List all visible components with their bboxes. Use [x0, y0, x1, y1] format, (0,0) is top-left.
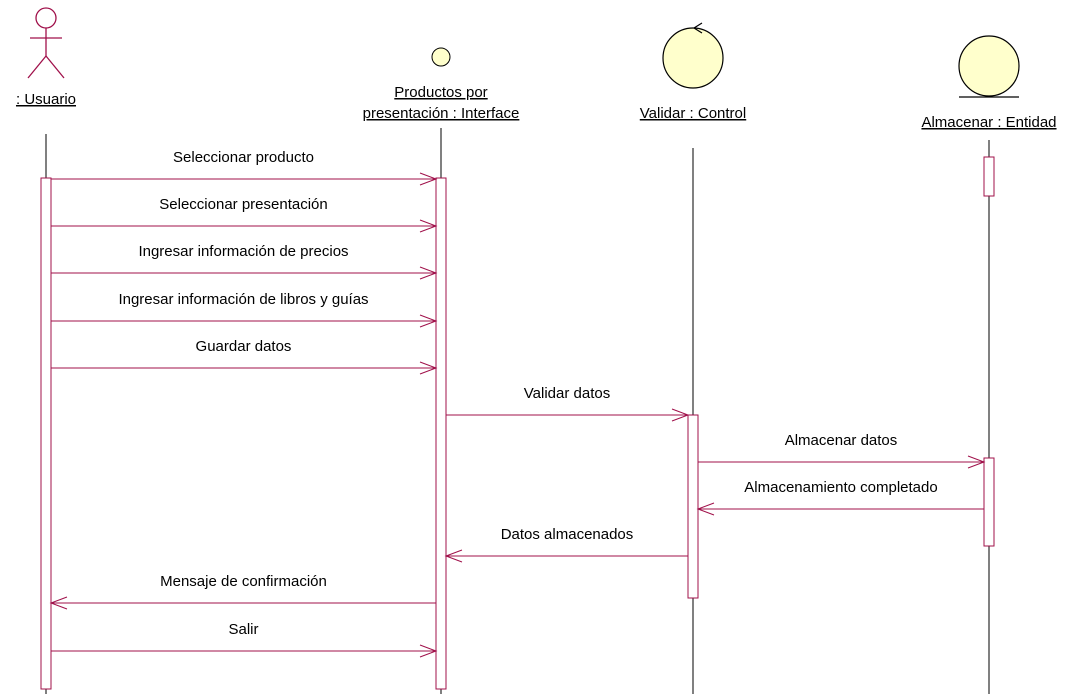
activation-bar-entidad [983, 156, 995, 197]
message-label: Almacenamiento completado [744, 479, 937, 496]
participant-label-entidad: Almacenar : Entidad [921, 114, 1056, 131]
message-arrowhead [419, 361, 438, 375]
participant-label-control: Validar : Control [640, 105, 746, 122]
message-label: Datos almacenados [501, 526, 634, 543]
participant-label-interface-1: presentación : Interface [363, 105, 520, 122]
participant-control: Validar : Control [640, 22, 746, 122]
message: Seleccionar presentación [51, 196, 438, 233]
message-arrowhead [49, 596, 68, 610]
activation-bar-control [687, 414, 699, 599]
message-arrowhead [419, 266, 438, 280]
message: Mensaje de confirmación [49, 573, 436, 610]
message-arrowhead [419, 314, 438, 328]
participant-entidad: Almacenar : Entidad [921, 35, 1057, 131]
message-arrowhead [419, 172, 438, 186]
message-arrowhead [444, 549, 463, 563]
message: Ingresar información de precios [51, 243, 438, 280]
entity-icon [958, 35, 1020, 98]
activation-bar-usuario [40, 177, 52, 690]
participant-label-interface: Productos por [394, 84, 487, 101]
message: Seleccionar producto [51, 149, 438, 186]
message-label: Guardar datos [196, 338, 292, 355]
message-label: Salir [228, 621, 258, 638]
message: Salir [51, 621, 438, 658]
participant-heads-layer: : Usuario Productos por presentación : In… [16, 7, 1057, 131]
message-label: Ingresar información de libros y guías [118, 291, 368, 308]
participant-usuario: : Usuario [16, 7, 76, 108]
message-arrowhead [696, 502, 715, 516]
message-arrowhead [967, 455, 986, 469]
message-label: Ingresar información de precios [138, 243, 348, 260]
participant-label-usuario: : Usuario [16, 91, 76, 108]
message-label: Seleccionar presentación [159, 196, 327, 213]
message-arrowhead [419, 644, 438, 658]
message-label: Mensaje de confirmación [160, 573, 327, 590]
message-label: Almacenar datos [785, 432, 898, 449]
message: Datos almacenados [444, 526, 688, 563]
message: Almacenamiento completado [696, 479, 984, 516]
message: Guardar datos [51, 338, 438, 375]
participant-interface: Productos por presentación : Interface [363, 47, 520, 122]
boundary-icon [431, 47, 451, 67]
message-label: Seleccionar producto [173, 149, 314, 166]
actor-icon [27, 7, 65, 79]
activation-bar-interface [435, 177, 447, 690]
message: Ingresar información de libros y guías [51, 291, 438, 328]
control-icon [662, 22, 724, 89]
activations-layer [40, 156, 995, 690]
message: Validar datos [446, 385, 690, 422]
message: Almacenar datos [698, 432, 986, 469]
activation-bar-entidad-2 [983, 457, 995, 547]
message-label: Validar datos [524, 385, 610, 402]
message-arrowhead [419, 219, 438, 233]
message-arrowhead [671, 408, 690, 422]
